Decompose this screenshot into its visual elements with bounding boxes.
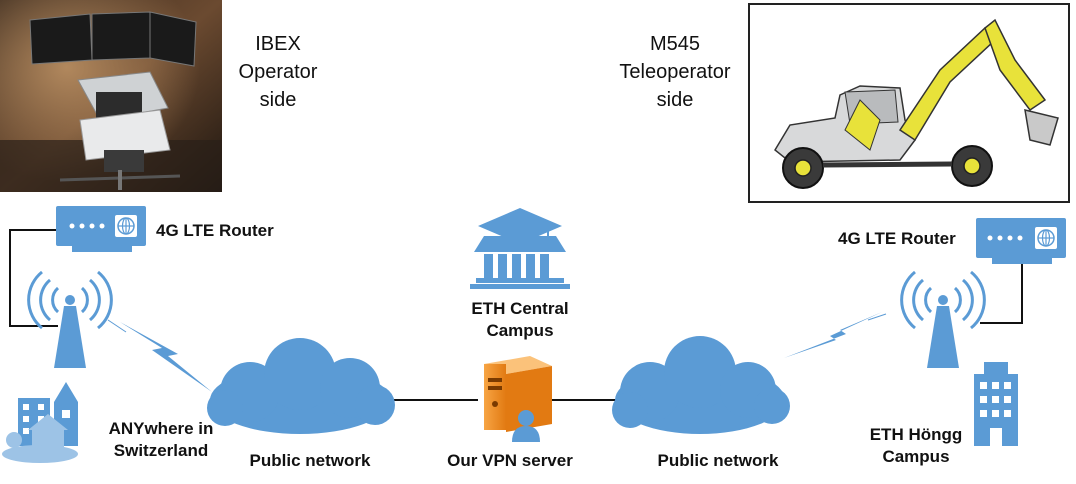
hongg-campus-label: ETH Höngg Campus bbox=[856, 424, 976, 468]
teleoperator-side-line: Teleoperator bbox=[619, 61, 731, 83]
operator-side-line: IBEX bbox=[255, 33, 301, 55]
anywhere-line: Switzerland bbox=[113, 441, 209, 460]
operator-side-label: IBEX Operator side bbox=[238, 30, 318, 114]
campus-central-line: ETH Central bbox=[471, 299, 569, 318]
city-icon bbox=[2, 382, 78, 463]
operator-side-line: Operator bbox=[238, 61, 318, 83]
anywhere-line: ANYwhere in bbox=[108, 419, 214, 438]
campus-central-line: Campus bbox=[486, 321, 554, 340]
lightning-icon bbox=[784, 312, 887, 358]
anywhere-label: ANYwhere in Switzerland bbox=[96, 418, 226, 462]
operator-side-line: side bbox=[259, 89, 297, 111]
antenna-icon bbox=[27, 270, 113, 368]
excavator-wheel bbox=[951, 145, 993, 187]
public-network-right-label: Public network bbox=[657, 451, 779, 470]
cloud-icon bbox=[612, 336, 790, 434]
excavator-photo bbox=[748, 3, 1070, 203]
university-icon bbox=[470, 208, 570, 289]
campus-central-label: ETH Central Campus bbox=[440, 298, 600, 342]
vpn-server-label: Our VPN server bbox=[447, 451, 573, 470]
server-icon bbox=[484, 356, 552, 442]
teleoperator-side-line: M545 bbox=[649, 33, 701, 55]
antenna-icon bbox=[900, 270, 986, 368]
teleoperator-side-label: M545 Teleoperator side bbox=[605, 30, 745, 114]
router-icon bbox=[976, 218, 1066, 264]
cloud-icon bbox=[207, 338, 395, 434]
excavator-wheel bbox=[782, 147, 824, 189]
public-network-left-label: Public network bbox=[249, 451, 371, 470]
hongg-campus-line: ETH Höngg bbox=[869, 425, 963, 444]
hongg-campus-line: Campus bbox=[882, 447, 950, 466]
router-left-label: 4G LTE Router bbox=[156, 221, 274, 240]
teleoperator-side-line: side bbox=[656, 89, 694, 111]
office-building-icon bbox=[974, 362, 1018, 446]
router-right-label: 4G LTE Router bbox=[838, 229, 956, 248]
simulator-photo bbox=[0, 0, 222, 192]
router-icon bbox=[56, 206, 146, 252]
lightning-icon bbox=[107, 319, 212, 392]
